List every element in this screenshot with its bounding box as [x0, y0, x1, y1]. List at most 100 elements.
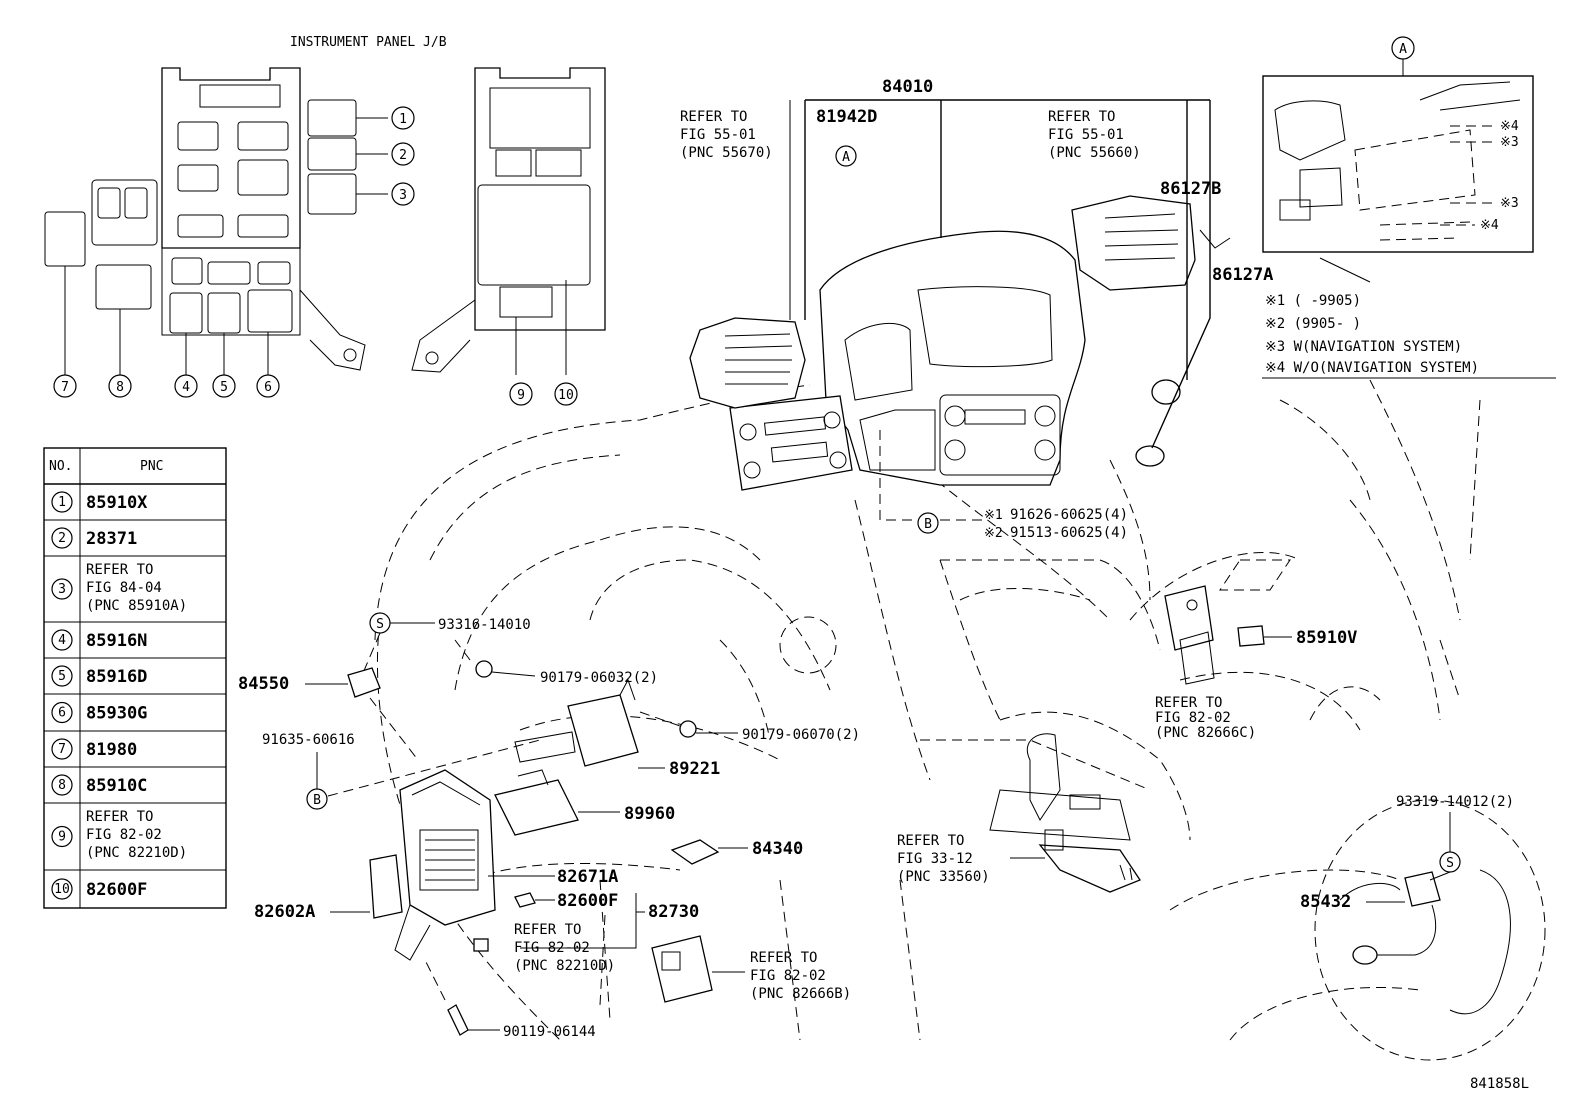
pnc-row-value: (PNC 85910A): [86, 598, 187, 614]
relay-block-82666B: [651, 935, 713, 1003]
svg-text:7: 7: [61, 380, 69, 395]
jb-callout-8: 8: [108, 374, 132, 398]
pnc-row-value: 28371: [86, 529, 137, 549]
svg-text:(PNC 82666C): (PNC 82666C): [1155, 725, 1256, 741]
svg-text:B: B: [313, 793, 321, 808]
label-90179-06032: 90179-06032(2): [540, 670, 658, 686]
label-89221: 89221: [669, 759, 720, 779]
knob-86127B: [1151, 379, 1181, 405]
svg-text:REFER TO: REFER TO: [750, 950, 817, 966]
junction-block-82730: [394, 769, 496, 961]
pnc-row-number-circle: [51, 738, 73, 760]
label-85432: 85432: [1300, 892, 1351, 912]
svg-text:※2: ※2: [984, 526, 1003, 541]
figure-code: 841858L: [1470, 1076, 1529, 1092]
knob-86127A: [1135, 445, 1165, 467]
callout-S-left: S: [369, 612, 391, 634]
pnc-table-row: 6 85930G: [51, 701, 147, 724]
svg-text:S: S: [1446, 856, 1454, 871]
svg-text:※2 (9905- ): ※2 (9905- ): [1265, 316, 1361, 332]
label-93319: 93319-14012(2): [1396, 794, 1514, 810]
pnc-row-number: 8: [58, 778, 66, 793]
bracket-82602A: [369, 854, 403, 919]
connector-85910V: [1237, 625, 1265, 647]
pnc-row-value: 85916D: [86, 667, 147, 687]
svg-text:5: 5: [220, 380, 228, 395]
pnc-row-value: 85930G: [86, 704, 147, 724]
svg-text:※1 ( -9905): ※1 ( -9905): [1265, 293, 1361, 309]
inset-notes: ※1 ( -9905) ※2 (9905- ) ※3 W(NAVIGATION …: [1262, 293, 1556, 379]
svg-text:FIG 55-01: FIG 55-01: [1048, 127, 1124, 143]
svg-text:8: 8: [116, 380, 124, 395]
pnc-row-number-circle: [51, 665, 73, 687]
svg-text:1: 1: [399, 112, 407, 127]
pnc-row-value: FIG 82-02: [86, 827, 162, 843]
label-90119: 90119-06144: [503, 1024, 596, 1040]
svg-text:REFER TO: REFER TO: [1155, 695, 1222, 711]
jb-callout-7: 7: [53, 374, 77, 398]
leader-84010: [789, 99, 1211, 449]
svg-text:A: A: [1399, 42, 1407, 57]
pnc-row-number: 2: [58, 531, 66, 546]
svg-text:S: S: [376, 617, 384, 632]
detail-inset-A: A ※4 ※3 ※3 ※4: [1262, 36, 1534, 283]
relay-small-82210D: [473, 938, 489, 952]
screw-note-B: B ※1 91626-60625(4) ※2 91513-60625(4): [879, 430, 1128, 541]
pnc-row-number-circle: [51, 491, 73, 513]
svg-text:※3: ※3: [1500, 135, 1519, 150]
pnc-row-number-circle: [51, 878, 73, 900]
pnc-row-number: 6: [58, 706, 66, 721]
pnc-row-number-circle: [51, 825, 73, 848]
relay-89960: [494, 769, 579, 836]
svg-text:REFER TO: REFER TO: [897, 833, 964, 849]
jb-rear-drawing: [411, 67, 606, 375]
pnc-row-number: 3: [58, 582, 66, 597]
pnc-row-number: 7: [58, 742, 66, 757]
label-89960: 89960: [624, 804, 675, 824]
label-86127B: 86127B: [1160, 179, 1221, 199]
jb-callout-3: 3: [391, 182, 415, 206]
pnc-table-row: 2 28371: [51, 527, 137, 549]
jb-front-drawing: [44, 67, 388, 375]
svg-text:※3: ※3: [1500, 196, 1519, 211]
pnc-table-row: 3 REFER TO FIG 84-04 (PNC 85910A): [51, 562, 187, 614]
jb-callout-4: 4: [174, 374, 198, 398]
ref-vent-right: REFER TO FIG 55-01 (PNC 55660): [1048, 109, 1141, 161]
label-84550: 84550: [238, 674, 289, 694]
svg-text:FIG 33-12: FIG 33-12: [897, 851, 973, 867]
pnc-row-value: FIG 84-04: [86, 580, 162, 596]
switch-82666C: [1164, 585, 1215, 685]
nut-90179-06032: [475, 660, 493, 678]
svg-text:6: 6: [264, 380, 272, 395]
pnc-row-value: REFER TO: [86, 562, 153, 578]
svg-text:FIG 82-02: FIG 82-02: [1155, 710, 1231, 726]
ref-switch-right: REFER TO FIG 82-02 (PNC 82666C): [1155, 695, 1256, 741]
svg-text:FIG 82-02: FIG 82-02: [514, 940, 590, 956]
label-82730: 82730: [648, 902, 699, 922]
pnc-row-value: REFER TO: [86, 809, 153, 825]
label-84340: 84340: [752, 839, 803, 859]
pnc-row-number-circle: [51, 527, 73, 549]
shift-lever: [989, 733, 1131, 841]
pnc-row-number: 9: [58, 830, 66, 845]
svg-text:A: A: [842, 150, 850, 165]
radio-faceplate: [729, 395, 853, 491]
svg-text:※4: ※4: [1480, 218, 1499, 233]
svg-text:REFER TO: REFER TO: [514, 922, 581, 938]
callout-A-marker: A: [835, 145, 857, 167]
svg-text:4: 4: [182, 380, 190, 395]
label-82600F: 82600F: [557, 891, 618, 911]
center-cluster-84010: [819, 230, 1086, 486]
svg-text:91513-60625(4): 91513-60625(4): [1010, 525, 1128, 541]
pnc-row-value: 85916N: [86, 631, 147, 651]
jb-title: INSTRUMENT PANEL J/B: [290, 35, 447, 50]
jb-callout-9: 9: [509, 382, 533, 406]
pnc-row-value: 85910C: [86, 776, 147, 796]
svg-text:REFER TO: REFER TO: [1048, 109, 1115, 125]
jb-callout-1: 1: [391, 106, 415, 130]
